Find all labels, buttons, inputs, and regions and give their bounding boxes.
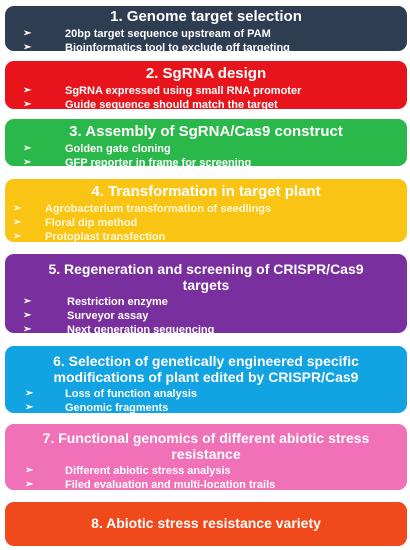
step-1-title: 1. Genome target selection (110, 8, 302, 25)
list-item-text: Guide sequence should match the target (65, 99, 278, 111)
list-item: ➢ Different abiotic stress analysis (5, 464, 407, 478)
list-item-text: GFP reporter in frame for screening (65, 157, 252, 169)
list-item-text: Filed evaluation and multi-location trai… (65, 479, 276, 491)
step-7-box: 7. Functional genomics of different abio… (5, 424, 407, 492)
list-item: ➢ Guide sequence should match the target (5, 98, 407, 112)
list-item: ➢ Loss of function analysis (5, 387, 407, 401)
step-2-box: 2. SgRNA design ➢ SgRNA expressed using … (5, 61, 407, 112)
arrow-bullet-icon: ➢ (25, 402, 34, 413)
step-4-list: ➢ Agrobacterium transformation of seedli… (5, 202, 407, 244)
step-6-title-line-1: 6. Selection of genetically engineered s… (53, 353, 359, 369)
list-item-text: Loss of function analysis (65, 388, 198, 400)
list-item: ➢ GFP reporter in frame for screening (5, 156, 407, 170)
list-item: ➢ Next generation sequencing (5, 323, 407, 337)
step-4-box: 4. Transformation in target plant ➢ Agro… (5, 179, 407, 244)
step-5-list: ➢ Restriction enzyme ➢ Surveyor assay ➢ … (5, 295, 407, 337)
step-7-list: ➢ Different abiotic stress analysis ➢ Fi… (5, 464, 407, 492)
list-item-text: Genomic fragments (65, 402, 169, 414)
list-item: ➢ 20bp target sequence upstream of PAM (5, 27, 407, 41)
step-5-box: 5. Regeneration and screening of CRISPR/… (5, 254, 407, 336)
step-1-list: ➢ 20bp target sequence upstream of PAM ➢… (5, 27, 407, 55)
step-8-title: 8. Abiotic stress resistance variety (91, 515, 321, 531)
list-item: ➢ Floral dip method (5, 216, 407, 230)
step-4-title: 4. Transformation in target plant (91, 183, 321, 200)
step-6-list: ➢ Loss of function analysis ➢ Genomic fr… (5, 387, 407, 415)
arrow-bullet-icon: ➢ (25, 479, 34, 490)
arrow-bullet-icon: ➢ (23, 143, 32, 154)
list-item-text: Surveyor assay (67, 310, 149, 322)
step-1-box: 1. Genome target selection ➢ 20bp target… (5, 6, 407, 54)
step-3-title: 3. Assembly of SgRNA/Cas9 construct (69, 123, 343, 140)
step-2-list: ➢ SgRNA expressed using small RNA promot… (5, 84, 407, 112)
arrow-bullet-icon: ➢ (25, 465, 34, 476)
list-item-text: Different abiotic stress analysis (65, 465, 231, 477)
arrow-bullet-icon: ➢ (23, 310, 32, 321)
list-item: ➢ SgRNA expressed using small RNA promot… (5, 84, 407, 98)
arrow-bullet-icon: ➢ (13, 203, 22, 214)
list-item: ➢ Agrobacterium transformation of seedli… (5, 202, 407, 216)
arrow-bullet-icon: ➢ (23, 157, 32, 168)
arrow-bullet-icon: ➢ (23, 28, 32, 39)
list-item-text: Restriction enzyme (67, 296, 168, 308)
list-item: ➢ Bioinformatics tool to exclude off tar… (5, 41, 407, 55)
list-item: ➢ Genomic fragments (5, 401, 407, 415)
step-6-box: 6. Selection of genetically engineered s… (5, 346, 407, 415)
list-item: ➢ Protoplast transfection (5, 230, 407, 244)
step-2-title: 2. SgRNA design (145, 65, 267, 82)
arrow-bullet-icon: ➢ (23, 99, 32, 110)
list-item: ➢ Filed evaluation and multi-location tr… (5, 478, 407, 492)
list-item-text: Next generation sequencing (67, 324, 215, 336)
list-item: ➢ Surveyor assay (5, 309, 407, 323)
arrow-bullet-icon: ➢ (13, 217, 22, 228)
list-item-text: Agrobacterium transformation of seedling… (45, 203, 272, 215)
arrow-bullet-icon: ➢ (23, 42, 32, 53)
step-3-box: 3. Assembly of SgRNA/Cas9 construct ➢ Go… (5, 119, 407, 169)
step-8-box: 8. Abiotic stress resistance variety (5, 502, 407, 546)
step-6-title-line-2: modifications of plant edited by CRISPR/… (53, 369, 359, 385)
step-7-title-line-2: resistance (171, 446, 241, 462)
arrow-bullet-icon: ➢ (23, 296, 32, 307)
list-item-text: Bioinformatics tool to exclude off targe… (65, 42, 290, 54)
list-item-text: Golden gate cloning (65, 143, 171, 155)
step-7-title-line-1: 7. Functional genomics of different abio… (42, 430, 370, 446)
list-item-text: SgRNA expressed using small RNA promoter (65, 85, 302, 97)
arrow-bullet-icon: ➢ (23, 85, 32, 96)
step-5-title-line-2: targets (182, 277, 230, 293)
list-item-text: Floral dip method (45, 217, 138, 229)
arrow-bullet-icon: ➢ (23, 324, 32, 335)
arrow-bullet-icon: ➢ (13, 231, 22, 242)
list-item: ➢ Restriction enzyme (5, 295, 407, 309)
list-item-text: Protoplast transfection (45, 231, 166, 243)
arrow-bullet-icon: ➢ (25, 388, 34, 399)
step-3-list: ➢ Golden gate cloning ➢ GFP reporter in … (5, 142, 407, 170)
list-item: ➢ Golden gate cloning (5, 142, 407, 156)
step-5-title-line-1: 5. Regeneration and screening of CRISPR/… (48, 261, 364, 277)
list-item-text: 20bp target sequence upstream of PAM (65, 28, 271, 40)
